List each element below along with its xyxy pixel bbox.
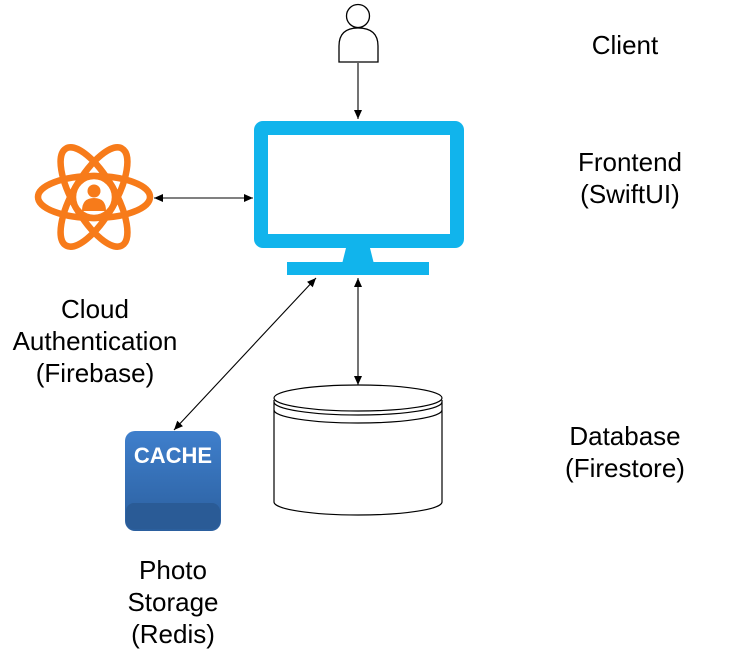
- cache-icon: CACHE: [125, 431, 221, 531]
- database-cylinder-icon: [273, 384, 443, 516]
- photo-storage-label: Photo Storage (Redis): [100, 554, 246, 650]
- database-label-line2: (Firestore): [565, 453, 685, 483]
- database-label-line1: Database: [569, 421, 681, 451]
- user-icon: [338, 3, 379, 63]
- auth-label: Cloud Authentication (Firebase): [0, 293, 190, 389]
- photo-storage-label-line2: Storage: [127, 587, 219, 617]
- photo-storage-label-line3: (Redis): [131, 619, 215, 649]
- frontend-label: Frontend (SwiftUI): [545, 146, 715, 210]
- auth-label-line2: Authentication: [12, 326, 178, 356]
- atom-user-icon: [34, 144, 154, 250]
- frontend-cache-arrow: [173, 277, 317, 431]
- client-label: Client: [560, 29, 690, 61]
- monitor-icon: [254, 121, 464, 275]
- photo-storage-label-line1: Photo: [139, 555, 207, 585]
- auth-label-line3: (Firebase): [35, 358, 155, 388]
- auth-label-line1: Cloud: [61, 294, 129, 324]
- client-label-text: Client: [591, 30, 659, 60]
- database-label: Database (Firestore): [540, 420, 710, 484]
- cache-badge-text: CACHE: [134, 443, 212, 468]
- frontend-label-line2: (SwiftUI): [580, 179, 680, 209]
- frontend-label-line1: Frontend: [577, 147, 683, 177]
